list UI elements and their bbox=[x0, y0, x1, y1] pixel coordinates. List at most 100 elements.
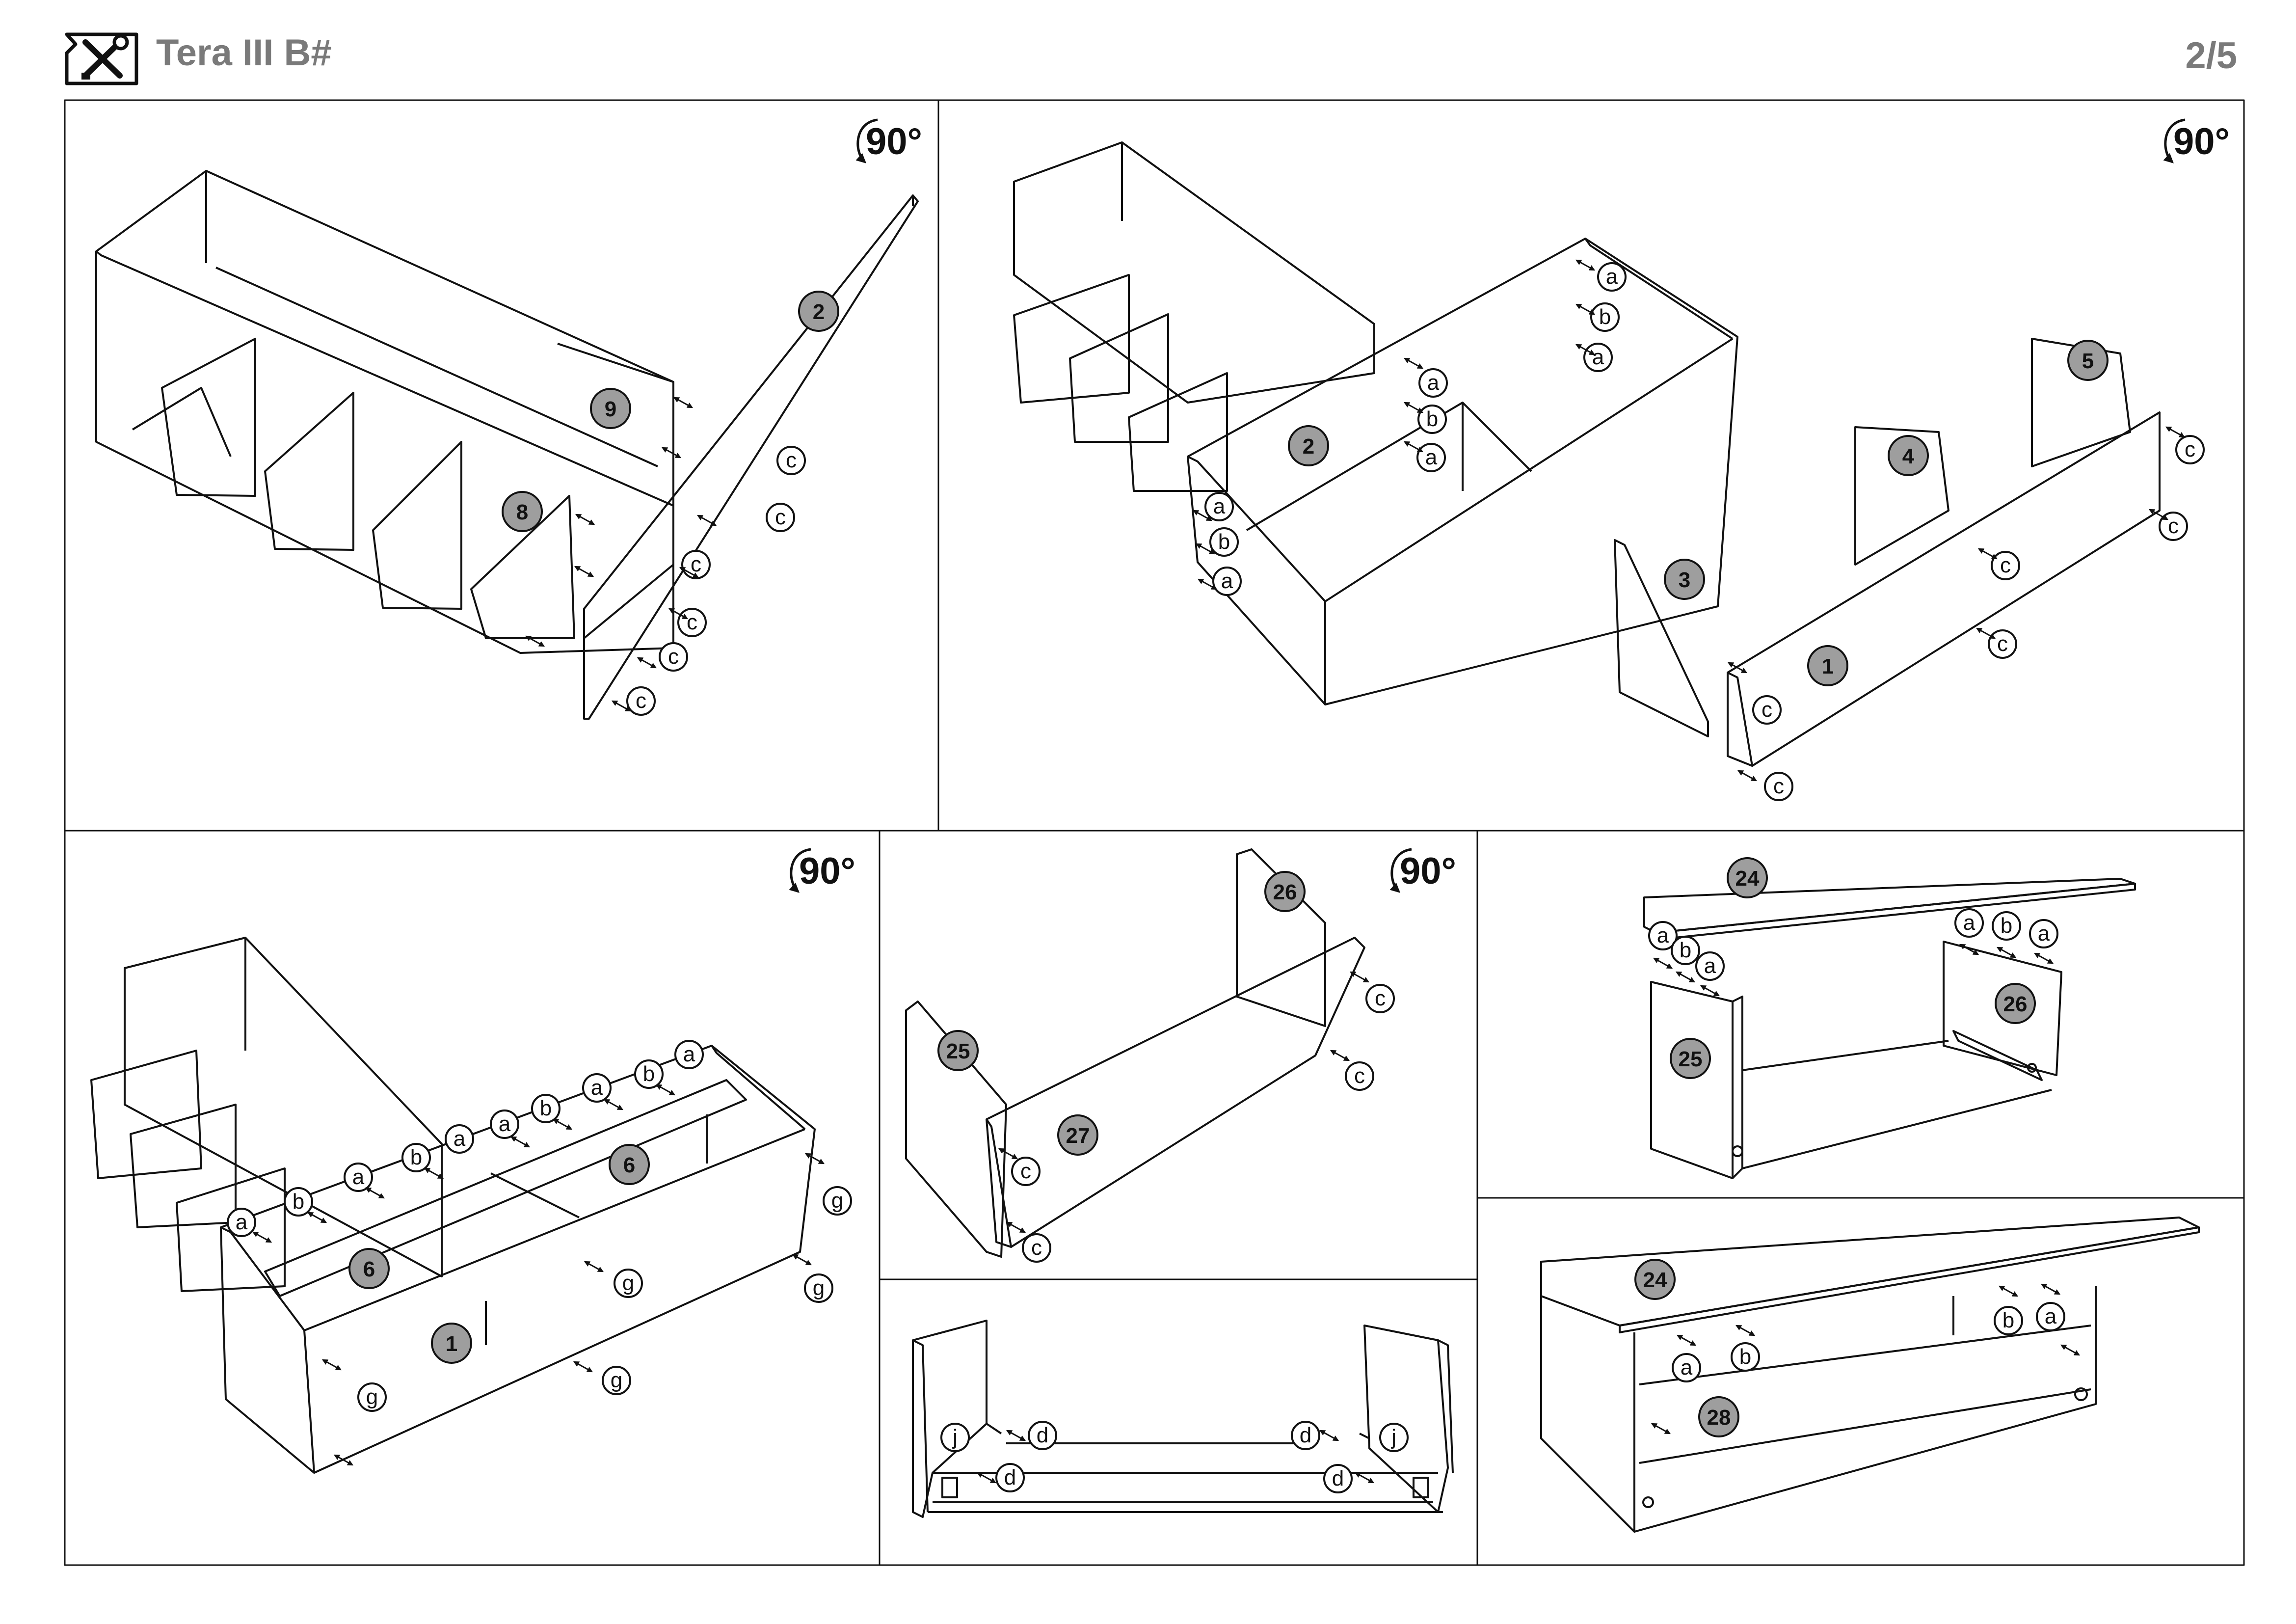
fastener-letter: c bbox=[636, 689, 646, 713]
fastener-letter: a bbox=[1213, 494, 1226, 518]
rotate-arrow-icon bbox=[1389, 848, 1412, 893]
fastener-marker: g bbox=[804, 1273, 833, 1303]
fastener-marker: a bbox=[344, 1163, 373, 1192]
fastener-marker: a bbox=[1418, 368, 1448, 398]
fastener-letter: b bbox=[1680, 938, 1691, 962]
fastener-letter: c bbox=[687, 610, 697, 634]
fastener-marker: c bbox=[776, 446, 806, 475]
fastener-letter: j bbox=[1390, 1425, 1396, 1449]
fastener-marker: b bbox=[634, 1059, 664, 1089]
fastener-letter: b bbox=[1739, 1345, 1751, 1369]
part-number: 1 bbox=[446, 1332, 457, 1356]
rotate-90-step-4: 90° bbox=[1389, 848, 1456, 893]
part-marker: 2 bbox=[798, 291, 839, 332]
insert-arrow-icon bbox=[1653, 957, 1673, 969]
fastener-marker: a bbox=[674, 1040, 704, 1069]
fastener-letter: b bbox=[643, 1062, 655, 1086]
fastener-letter: a bbox=[236, 1210, 248, 1234]
part-number: 2 bbox=[1303, 434, 1314, 459]
fastener-marker: a bbox=[1583, 343, 1613, 372]
part-marker: 25 bbox=[937, 1030, 979, 1071]
fastener-letter: a bbox=[352, 1165, 365, 1189]
fastener-marker: b bbox=[1731, 1342, 1760, 1372]
fastener-marker: j bbox=[940, 1423, 970, 1452]
insert-arrow-icon bbox=[1575, 259, 1596, 271]
fastener-letter: g bbox=[611, 1368, 622, 1392]
fastener-marker: c bbox=[677, 608, 707, 637]
insert-arrow-icon bbox=[804, 1153, 825, 1164]
part-number: 25 bbox=[1679, 1047, 1703, 1071]
page-number: 2/5 bbox=[2185, 35, 2237, 77]
panel-frame-step-6 bbox=[879, 1278, 1478, 1566]
insert-arrow-icon bbox=[1998, 1285, 2019, 1297]
fastener-marker: a bbox=[227, 1208, 256, 1237]
part-number: 26 bbox=[2003, 992, 2028, 1016]
insert-arrow-icon bbox=[679, 567, 699, 578]
insert-arrow-icon bbox=[2165, 426, 2186, 438]
insert-arrow-icon bbox=[584, 1261, 604, 1272]
fastener-letter: c bbox=[1997, 632, 2008, 656]
panel-frame-step-1 bbox=[64, 99, 939, 832]
panel-frame-step-3 bbox=[64, 830, 881, 1566]
insert-arrow-icon bbox=[673, 397, 694, 408]
rotate-arrow-icon bbox=[789, 848, 811, 893]
insert-arrow-icon bbox=[637, 657, 657, 669]
insert-arrow-icon bbox=[2148, 509, 2169, 520]
fastener-letter: g bbox=[622, 1271, 634, 1295]
fastener-letter: j bbox=[952, 1425, 958, 1449]
part-marker: 26 bbox=[1995, 983, 2036, 1024]
fastener-marker: c bbox=[626, 686, 656, 716]
fastener-marker: c bbox=[1764, 772, 1793, 801]
insert-arrow-icon bbox=[1354, 1472, 1375, 1484]
fastener-marker: a bbox=[582, 1073, 612, 1103]
fastener-marker: a bbox=[445, 1124, 474, 1154]
fastener-letter: b bbox=[1599, 305, 1611, 329]
fastener-marker: g bbox=[357, 1382, 387, 1412]
fastener-marker: d bbox=[1323, 1464, 1353, 1493]
fastener-marker: a bbox=[1204, 492, 1234, 521]
part-marker: 28 bbox=[1698, 1396, 1739, 1437]
fastener-marker: b bbox=[531, 1094, 561, 1123]
fastener-letter: a bbox=[1681, 1355, 1693, 1380]
part-number: 8 bbox=[516, 500, 528, 524]
step-3-illustration bbox=[90, 937, 816, 1474]
fastener-letter: d bbox=[1004, 1465, 1016, 1489]
insert-arrow-icon bbox=[661, 447, 682, 459]
part-marker: 1 bbox=[1807, 645, 1848, 686]
insert-arrow-icon bbox=[1195, 543, 1216, 555]
fastener-marker: b bbox=[1417, 405, 1447, 434]
page-title: Tera III B# bbox=[156, 32, 332, 74]
fastener-letter: b bbox=[540, 1096, 552, 1120]
part-marker: 4 bbox=[1888, 435, 1929, 476]
fastener-marker: b bbox=[1590, 302, 1620, 332]
fastener-letter: b bbox=[2001, 914, 2012, 938]
insert-arrow-icon bbox=[574, 566, 594, 577]
step-1-illustration bbox=[95, 170, 919, 720]
fastener-marker: c bbox=[1988, 629, 2017, 659]
part-number: 6 bbox=[363, 1257, 375, 1281]
insert-arrow-icon bbox=[1192, 510, 1213, 521]
insert-arrow-icon bbox=[655, 1084, 676, 1096]
fastener-letter: c bbox=[691, 552, 701, 576]
fastener-letter: c bbox=[786, 448, 797, 472]
fastener-marker: c bbox=[681, 550, 711, 579]
fastener-letter: b bbox=[293, 1190, 304, 1214]
fastener-marker: g bbox=[614, 1269, 643, 1298]
insert-arrow-icon bbox=[792, 1254, 812, 1266]
fastener-marker: a bbox=[1954, 908, 1984, 938]
insert-arrow-icon bbox=[1197, 578, 1218, 590]
fastener-marker: d bbox=[1028, 1421, 1057, 1450]
insert-arrow-icon bbox=[1959, 944, 1979, 955]
fastener-marker: a bbox=[2036, 1302, 2065, 1331]
insert-arrow-icon bbox=[2040, 1283, 2061, 1295]
step-7-illustration bbox=[1540, 1217, 2200, 1533]
part-marker: 5 bbox=[2067, 340, 2109, 381]
fastener-marker: b bbox=[1209, 527, 1239, 557]
fastener-marker: b bbox=[1671, 936, 1700, 965]
tools-icon bbox=[65, 32, 138, 85]
